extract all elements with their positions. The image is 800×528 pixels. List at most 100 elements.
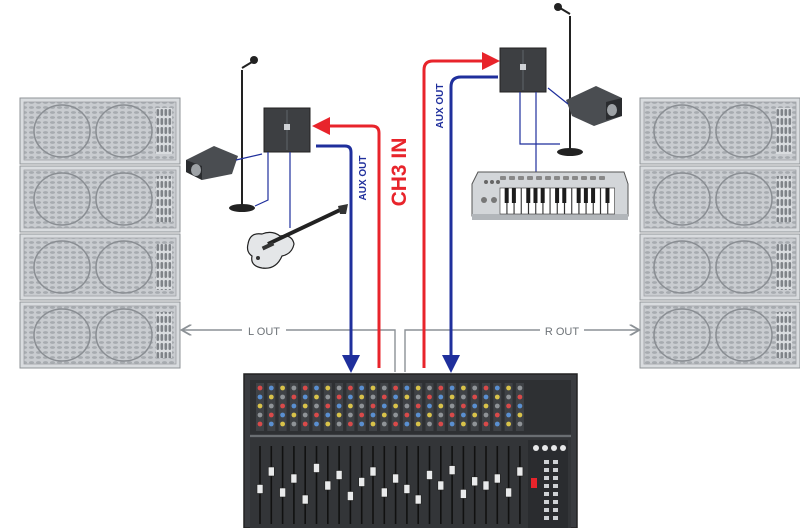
channel-fader[interactable] [448, 446, 456, 524]
master-button[interactable] [551, 445, 557, 451]
channel-fader[interactable] [358, 446, 366, 524]
channel-strip[interactable] [402, 383, 411, 431]
channel-fader[interactable] [482, 446, 490, 524]
channel-strip[interactable] [323, 383, 332, 431]
master-button[interactable] [544, 508, 549, 512]
r-out-label: R OUT [545, 326, 580, 338]
l-out-line [183, 330, 396, 372]
microphone-icon [250, 56, 258, 64]
master-button[interactable] [544, 460, 549, 464]
master-button[interactable] [544, 516, 549, 520]
channel-strip[interactable] [267, 383, 276, 431]
channel-strip[interactable] [515, 383, 524, 431]
ch3-in-line-right [422, 52, 500, 368]
master-button[interactable] [553, 468, 558, 472]
channel-fader[interactable] [290, 446, 298, 524]
ch3-in-lines [312, 52, 500, 368]
ch3-in-label: CH3 IN [388, 138, 411, 207]
wedge-monitor-left [186, 146, 263, 180]
aux-out-label-right: AUX OUT [435, 84, 446, 129]
speaker-stack-left [19, 97, 181, 369]
channel-fader[interactable] [347, 446, 354, 524]
channel-strip[interactable] [357, 383, 366, 431]
master-section [528, 440, 568, 528]
master-button[interactable] [544, 476, 549, 480]
channel-strip[interactable] [301, 383, 310, 431]
mic-stand-right [554, 3, 583, 156]
channel-fader[interactable] [279, 446, 286, 524]
channel-strip[interactable] [482, 383, 490, 431]
speaker-cabinet [639, 301, 800, 369]
speaker-cabinet [19, 97, 181, 165]
channel-strip[interactable] [493, 383, 502, 431]
l-out-label: L OUT [248, 326, 280, 338]
channel-fader[interactable] [380, 446, 388, 524]
channel-strip[interactable] [436, 383, 445, 431]
left-performer-area [186, 56, 348, 269]
channel-fader[interactable] [267, 446, 275, 524]
channel-fader[interactable] [426, 446, 433, 524]
master-button[interactable] [553, 516, 558, 520]
personal-monitor-right [499, 47, 547, 93]
speaker-stack-right [639, 97, 800, 369]
channel-fader[interactable] [369, 446, 377, 524]
channel-strip[interactable] [391, 383, 400, 431]
master-button[interactable] [553, 460, 558, 464]
channel-strip[interactable] [459, 383, 468, 431]
channel-strip[interactable] [256, 383, 264, 431]
channel-fader[interactable] [505, 446, 512, 524]
aux-out-label-left: AUX OUT [358, 156, 369, 201]
aux-out-line-left [316, 144, 360, 373]
speaker-cabinet [19, 301, 181, 369]
channel-fader[interactable] [403, 446, 411, 524]
channel-fader[interactable] [414, 446, 422, 524]
master-button[interactable] [553, 492, 558, 496]
channel-fader[interactable] [324, 446, 332, 524]
channel-strip[interactable] [369, 383, 377, 431]
keyboard-synth-icon [471, 171, 629, 220]
master-button[interactable] [544, 500, 549, 504]
channel-fader[interactable] [313, 446, 320, 524]
channel-fader[interactable] [471, 446, 479, 524]
channel-strip[interactable] [414, 383, 423, 431]
microphone-icon [554, 3, 562, 11]
channel-strip[interactable] [346, 383, 355, 431]
channel-fader[interactable] [437, 446, 445, 524]
channel-fader[interactable] [493, 446, 501, 524]
ch3-in-line-left [312, 117, 381, 368]
channel-fader[interactable] [460, 446, 467, 524]
channel-strip[interactable] [425, 383, 434, 431]
channel-strip[interactable] [504, 383, 513, 431]
channel-fader[interactable] [516, 446, 524, 524]
mixing-console [243, 373, 578, 528]
wedge-monitor-right [547, 86, 622, 126]
mic-stand-left [229, 56, 258, 212]
master-button[interactable] [553, 508, 558, 512]
r-out-line [404, 330, 638, 372]
channel-strip[interactable] [289, 383, 298, 431]
master-button[interactable] [553, 500, 558, 504]
channel-strip[interactable] [312, 383, 321, 431]
channel-strip[interactable] [470, 383, 479, 431]
electric-guitar-icon [246, 204, 348, 269]
channel-fader[interactable] [301, 446, 309, 524]
channel-strip[interactable] [335, 383, 344, 431]
master-button[interactable] [542, 445, 548, 451]
channel-strip[interactable] [448, 383, 457, 431]
channel-strip[interactable] [380, 383, 389, 431]
channel-strip[interactable] [278, 383, 287, 431]
master-button[interactable] [544, 492, 549, 496]
master-button[interactable] [560, 445, 566, 451]
channel-fader[interactable] [335, 446, 343, 524]
master-button[interactable] [533, 445, 539, 451]
master-button[interactable] [544, 484, 549, 488]
master-button[interactable] [553, 476, 558, 480]
speaker-cabinet [19, 233, 181, 301]
aux-out-lines [316, 75, 498, 373]
master-fader[interactable] [531, 478, 537, 488]
master-button[interactable] [544, 468, 549, 472]
master-button[interactable] [553, 484, 558, 488]
channel-fader[interactable] [256, 446, 264, 524]
channel-fader[interactable] [392, 446, 399, 524]
